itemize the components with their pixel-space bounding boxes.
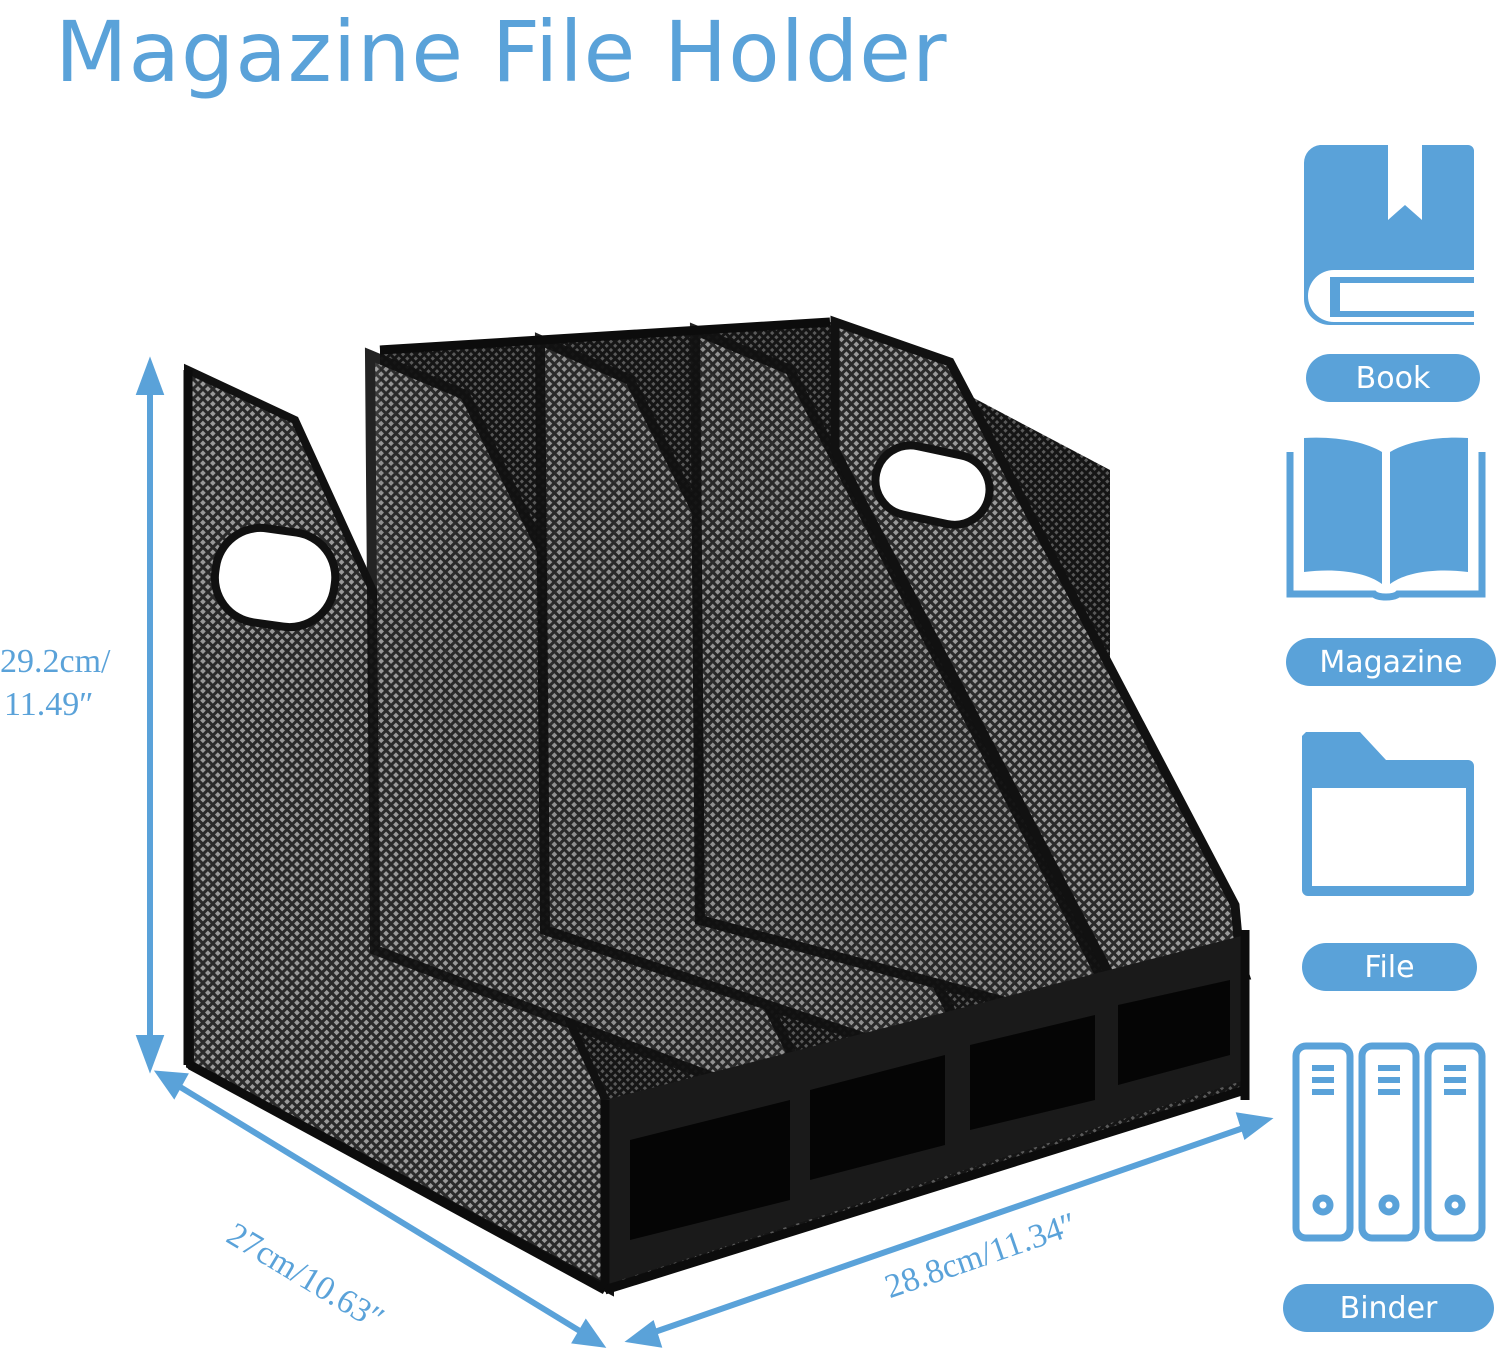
open-magazine-icon: [1286, 437, 1486, 601]
use-pill-book: Book: [1306, 354, 1480, 402]
depth-arrow: [170, 1079, 590, 1339]
height-label-line2: 11.49″: [4, 686, 94, 723]
folder-icon: [1302, 732, 1474, 896]
right-handle-cutout: [871, 441, 994, 529]
book-icon: [1303, 145, 1474, 325]
use-pill-binder: Binder: [1283, 1284, 1494, 1332]
page-title: Magazine File Holder: [55, 3, 948, 101]
use-pill-file: File: [1302, 943, 1477, 991]
width-arrow: [645, 1122, 1253, 1338]
left-handle-cutout: [210, 523, 340, 632]
use-pill-magazine: Magazine: [1286, 638, 1496, 686]
label-slot-3: [970, 1015, 1095, 1130]
label-slot-4: [1118, 980, 1230, 1085]
binders-icon: [1292, 1042, 1486, 1242]
label-slot-2: [810, 1055, 945, 1180]
height-label-line1: 29.2cm/: [0, 643, 111, 680]
label-slot-1: [630, 1100, 790, 1240]
